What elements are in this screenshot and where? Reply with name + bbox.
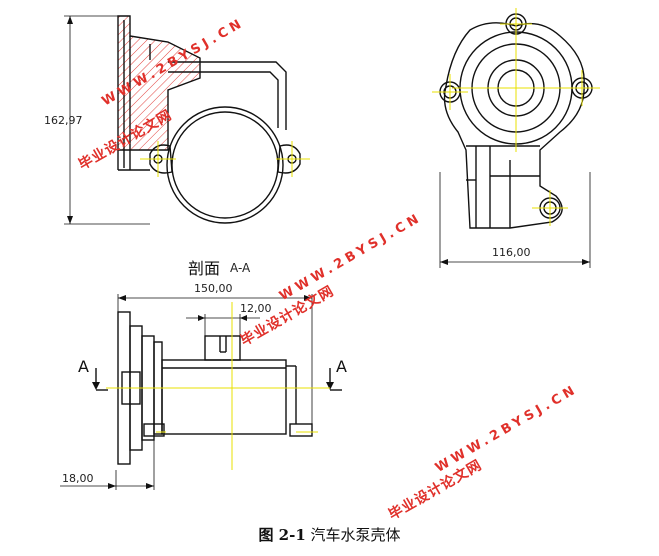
section-length-dimension: 150,00 — [194, 282, 233, 295]
section-boss-dimension: 12,00 — [240, 302, 272, 315]
watermark-url: WWW.2BYSJ.CN — [277, 210, 425, 304]
section-centerlines — [106, 302, 330, 470]
section-flange-dimension: 18,00 — [62, 472, 94, 485]
section-name: A-A — [230, 261, 251, 275]
front-centerlines — [432, 8, 600, 226]
watermark-url: WWW.2BYSJ.CN — [433, 382, 581, 476]
front-width-dimension: 116,00 — [492, 246, 531, 259]
section-arrow-letter-left: A — [78, 357, 89, 376]
figure-caption: 图 2-1 汽车水泵壳体 — [0, 524, 659, 545]
side-centerlines — [140, 141, 310, 177]
section-title: 剖面 — [188, 259, 220, 278]
section-arrow-letter-right: A — [336, 357, 347, 376]
section-view — [60, 294, 342, 490]
figure-number: 图 2-1 — [258, 526, 306, 544]
side-height-dimension: 162,97 — [44, 114, 83, 127]
watermark-2: 毕业设计论文网 WWW.2BYSJ.CN — [238, 210, 425, 349]
figure-title: 汽车水泵壳体 — [310, 526, 401, 544]
side-view — [64, 15, 301, 225]
watermark-3: 毕业设计论文网 WWW.2BYSJ.CN — [386, 382, 581, 524]
